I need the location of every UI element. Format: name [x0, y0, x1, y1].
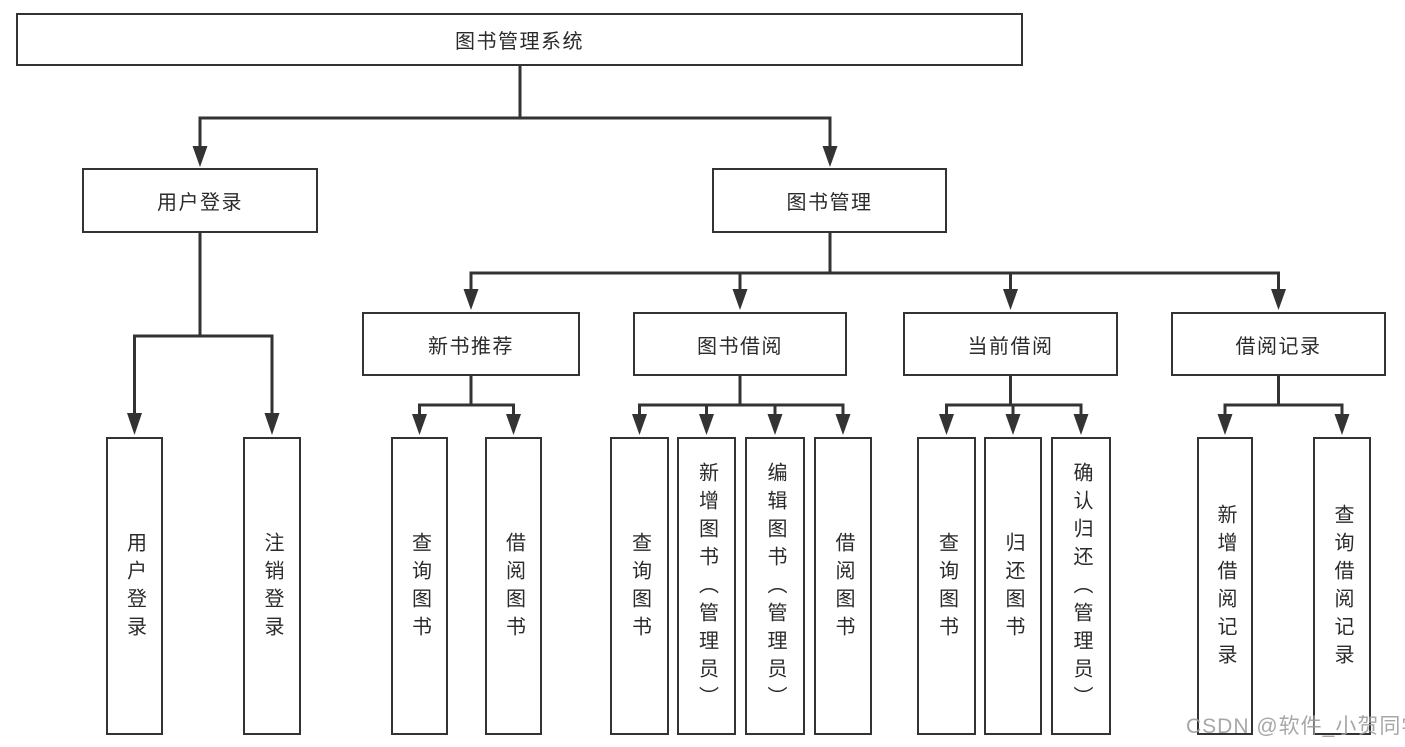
leaf-logout: 注销登录: [243, 437, 301, 735]
leaf-borrowing-borrow-books: 借阅图书: [814, 437, 872, 735]
leaf-records-add-record: 新增借阅记录: [1197, 437, 1253, 735]
node-current-borrowing: 当前借阅: [903, 312, 1118, 376]
arrowhead-borrowing: [732, 289, 748, 310]
leaf-user-login: 用户登录: [106, 437, 163, 735]
arrowhead-user-login: [192, 146, 208, 167]
node-book-management: 图书管理: [712, 168, 947, 233]
arrowhead: [1073, 414, 1089, 435]
leaf-recommend-borrow-books: 借阅图书: [485, 437, 542, 735]
leaf-records-query-record: 查询借阅记录: [1313, 437, 1371, 735]
edge-user-login-split: [133, 233, 274, 417]
edge-records-split: [1223, 376, 1344, 418]
arrowhead: [1217, 414, 1233, 435]
arrowhead: [412, 414, 427, 435]
leaf-current-confirm-return-admin: 确认归还（管理员）: [1051, 437, 1111, 735]
arrowhead: [506, 414, 521, 435]
edge-borrowing-split: [638, 376, 845, 418]
arrowhead-current: [1003, 289, 1018, 310]
arrowhead-leaf-login: [127, 413, 142, 435]
csdn-watermark: CSDN @软件_小贺同学: [1186, 715, 1405, 738]
leaf-current-query-books: 查询图书: [917, 437, 976, 735]
leaf-current-return-books: 归还图书: [984, 437, 1042, 735]
arrowhead: [835, 414, 851, 435]
arrowhead: [1005, 414, 1021, 435]
arrowhead: [632, 414, 647, 435]
arrowhead: [1334, 414, 1350, 435]
node-root-system: 图书管理系统: [16, 13, 1023, 66]
node-new-book-recommend: 新书推荐: [362, 312, 580, 376]
arrowhead: [767, 414, 783, 435]
edge-current-split: [945, 376, 1083, 418]
node-user-login: 用户登录: [82, 168, 318, 233]
leaf-borrowing-query-books: 查询图书: [610, 437, 669, 735]
arrowhead-book-mgmt: [822, 146, 838, 167]
edge-recommend-split: [418, 376, 515, 418]
leaf-borrowing-edit-books-admin: 编辑图书（管理员）: [745, 437, 805, 735]
edge-book-mgmt-split: [469, 233, 1280, 293]
node-borrowing-records: 借阅记录: [1171, 312, 1386, 376]
node-book-borrowing: 图书借阅: [633, 312, 847, 376]
arrowhead: [939, 414, 954, 435]
arrowhead-leaf-logout: [264, 413, 280, 435]
arrowhead: [699, 414, 714, 435]
arrowhead-recommend: [463, 289, 479, 310]
leaf-borrowing-add-books-admin: 新增图书（管理员）: [677, 437, 736, 735]
leaf-recommend-query-books: 查询图书: [391, 437, 448, 735]
arrowhead-records: [1271, 289, 1286, 310]
edge-root-split: [198, 66, 832, 150]
